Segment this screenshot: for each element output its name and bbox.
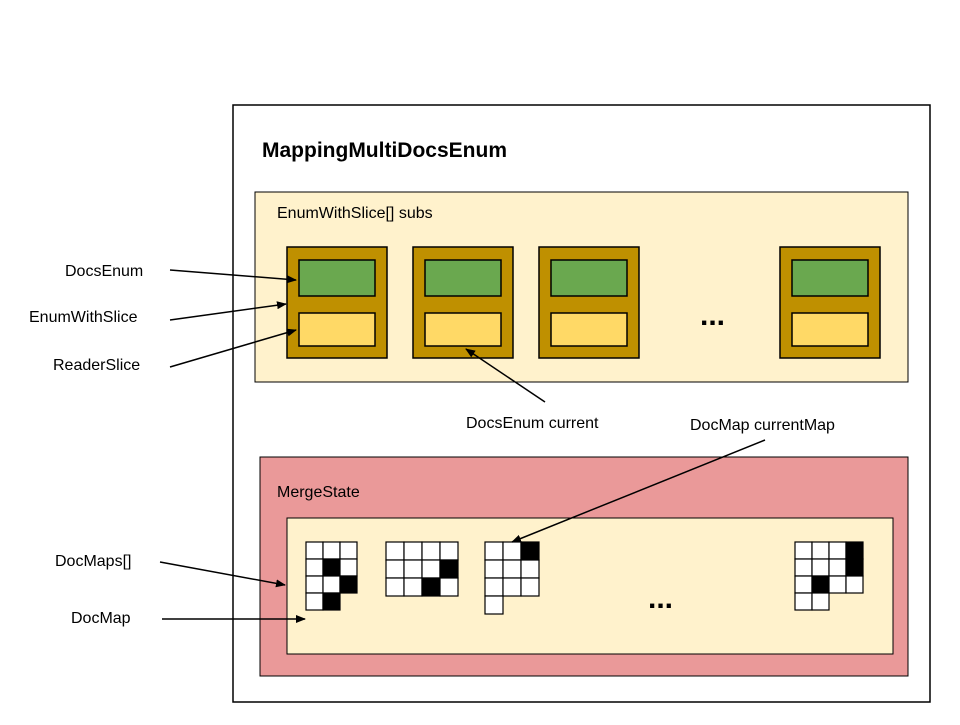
doc-map-cell-empty [502,577,522,597]
docs-enum-box [550,259,628,297]
doc-map-cell-filled [421,577,441,597]
label-doc-map: DocMap [71,610,131,627]
label-doc-maps: DocMaps[] [55,553,131,570]
doc-map-cell-empty [439,541,459,561]
label-docs-enum: DocsEnum [65,263,143,280]
docmaps-ellipsis: ... [648,582,673,615]
doc-map-cell-empty [322,541,341,560]
doc-map-cell-empty [403,541,423,561]
doc-map-cell-filled [811,575,830,594]
doc-map-cell-empty [794,592,813,611]
doc-map-cell-filled [339,575,358,594]
doc-map-cell-filled [322,558,341,577]
doc-map-cell-empty [794,541,813,560]
arrow-enum-with-slice [169,301,287,321]
reader-slice-box [298,312,376,347]
doc-map-cell-empty [828,541,847,560]
doc-map-cell-filled [439,559,459,579]
merge-state-label: MergeState [277,484,360,501]
doc-map-cell-empty [502,541,522,561]
doc-map-cell-empty [484,541,504,561]
doc-map-cell-empty [845,575,864,594]
doc-map-cell-empty [403,559,423,579]
doc-map-cell-empty [305,592,324,611]
doc-map-cell-empty [305,575,324,594]
doc-map-cell-empty [339,558,358,577]
doc-map-cell-empty [502,559,522,579]
enum-with-slice-1 [286,246,388,359]
doc-map-cell-empty [794,575,813,594]
reader-slice-box [550,312,628,347]
doc-map-cell-empty [421,559,441,579]
doc-map-cell-empty [385,577,405,597]
doc-map-cell-empty [305,541,324,560]
doc-map-cell-filled [520,541,540,561]
docs-enum-box [424,259,502,297]
doc-map-cell-empty [385,541,405,561]
reader-slice-box [791,312,869,347]
docs-enum-box [791,259,869,297]
doc-map-cell-empty [484,577,504,597]
enum-with-slice-3 [538,246,640,359]
doc-map-cell-filled [845,558,864,577]
label-docmap-current-map: DocMap currentMap [690,417,835,434]
doc-map-3 [484,541,540,615]
doc-map-cell-empty [484,595,504,615]
doc-map-cell-empty [520,559,540,579]
doc-map-cell-empty [794,558,813,577]
doc-map-cell-empty [811,558,830,577]
doc-map-cell-empty [484,559,504,579]
enum-with-slice-list [286,246,881,359]
arrow-docmap-current-map [511,439,766,543]
doc-map-list [305,541,864,615]
doc-map-cell-filled [322,592,341,611]
subs-ellipsis: ... [700,299,725,332]
doc-map-cell-empty [828,575,847,594]
enum-with-slice-2 [412,246,514,359]
doc-map-cell-empty [385,559,405,579]
doc-map-1 [305,541,358,611]
doc-map-cell-empty [421,541,441,561]
doc-map-cell-empty [520,577,540,597]
doc-map-cell-empty [403,577,423,597]
label-enum-with-slice: EnumWithSlice [29,309,138,326]
doc-map-cell-empty [305,558,324,577]
doc-map-cell-empty [811,592,830,611]
arrow-reader-slice [169,328,297,368]
docs-enum-box [298,259,376,297]
label-docs-enum-current: DocsEnum current [466,415,599,432]
subs-panel-label: EnumWithSlice[] subs [277,205,433,222]
arrow-docs-enum [169,269,297,284]
doc-map-cell-empty [828,558,847,577]
doc-map-cell-filled [845,541,864,560]
enum-with-slice-4 [779,246,881,359]
reader-slice-box [424,312,502,347]
doc-map-cell-empty [322,575,341,594]
doc-map-cell-empty [811,541,830,560]
doc-map-cell-empty [339,541,358,560]
diagram-title: MappingMultiDocsEnum [262,139,507,162]
doc-map-2 [385,541,459,597]
arrow-doc-maps [159,561,286,588]
doc-map-4 [794,541,864,611]
label-reader-slice: ReaderSlice [53,357,140,374]
arrow-docs-enum-current [465,348,546,403]
doc-map-cell-empty [439,577,459,597]
